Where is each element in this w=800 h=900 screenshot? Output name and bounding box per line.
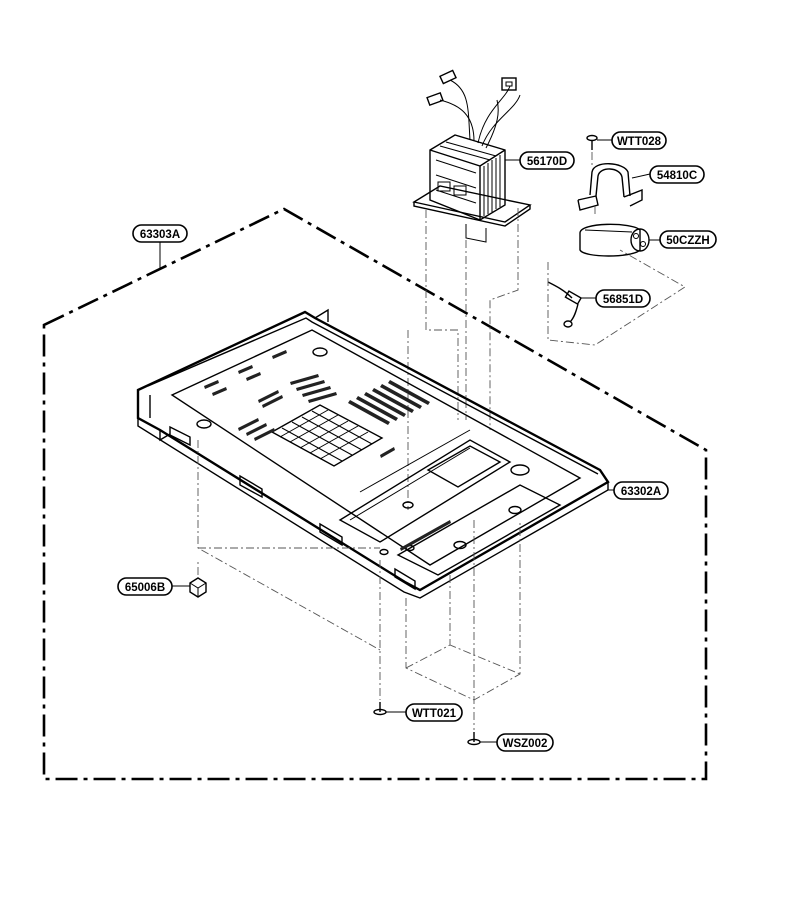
- base-plate: [136, 308, 610, 599]
- callout-63303A: 63303A: [132, 224, 188, 243]
- screw-wtt021: [373, 702, 387, 716]
- capacitor-bracket: [577, 163, 643, 211]
- svg-text:56851D: 56851D: [603, 294, 643, 306]
- callout-50CZZH: 50CZZH: [659, 230, 717, 249]
- vent-slots: [204, 350, 430, 458]
- callout-65006B: 65006B: [117, 577, 173, 596]
- hv-capacitor: [579, 223, 650, 257]
- callout-WTT028: WTT028: [611, 131, 667, 150]
- callout-63302A: 63302A: [613, 481, 669, 500]
- hv-diode: [547, 281, 583, 328]
- projection-lines-upper: [407, 152, 686, 510]
- svg-text:WTT028: WTT028: [617, 136, 662, 148]
- svg-text:54810C: 54810C: [657, 170, 697, 182]
- screw-wtt028: [586, 134, 598, 150]
- callout-54810C: 54810C: [649, 165, 705, 184]
- callout-56170D: 56170D: [519, 151, 575, 170]
- svg-text:WTT021: WTT021: [412, 708, 457, 720]
- high-voltage-transformer: [412, 69, 532, 243]
- callout-WSZ002: WSZ002: [496, 733, 554, 752]
- callout-WTT021: WTT021: [405, 703, 463, 722]
- svg-text:63303A: 63303A: [140, 229, 180, 241]
- projection-lines-lower: [197, 440, 521, 730]
- svg-text:56170D: 56170D: [527, 156, 567, 168]
- svg-text:65006B: 65006B: [125, 582, 165, 594]
- rubber-foot: [189, 577, 207, 598]
- svg-text:63302A: 63302A: [621, 486, 661, 498]
- callout-56851D: 56851D: [595, 289, 651, 308]
- leader-lines: [159, 139, 660, 743]
- svg-text:WSZ002: WSZ002: [503, 738, 548, 750]
- svg-text:50CZZH: 50CZZH: [666, 235, 709, 247]
- screw-wsz002: [467, 732, 481, 746]
- assembly-boundary: [42, 207, 708, 781]
